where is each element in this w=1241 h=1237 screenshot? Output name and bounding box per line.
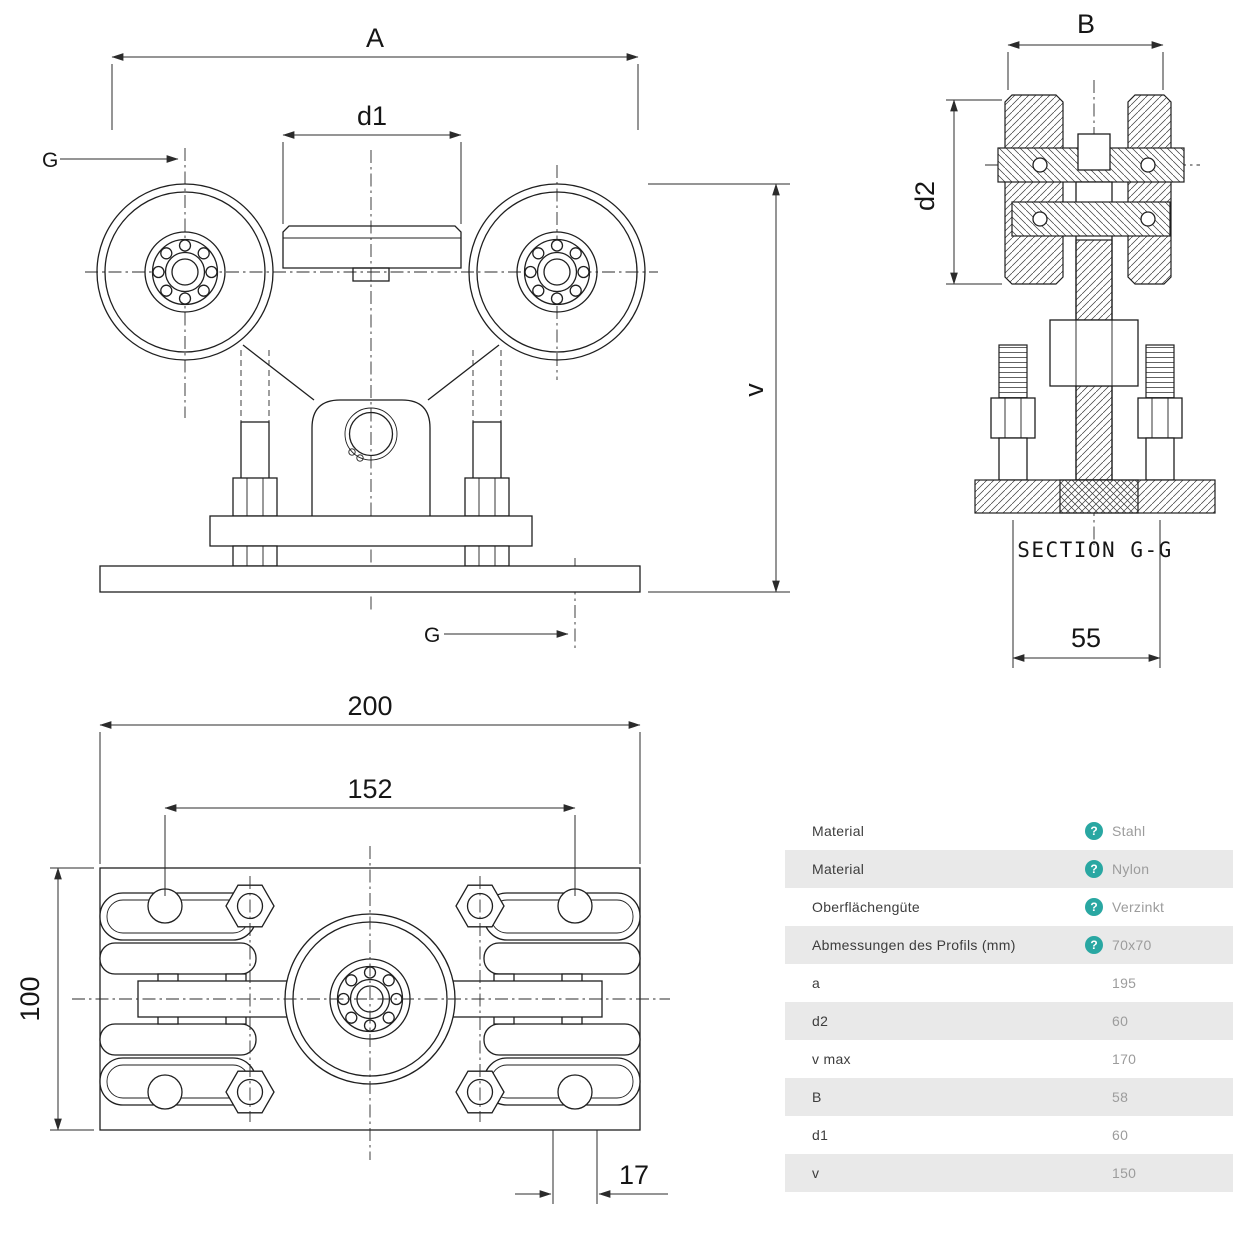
spec-label: d2 (812, 1013, 829, 1029)
section-caption: SECTION G-G (1017, 538, 1173, 562)
dim-a: A (111, 23, 639, 130)
front-view-drawing: A d1 G G v (42, 23, 790, 650)
clamp-block (1049, 319, 1139, 387)
spec-row-vmax: v max 170 (785, 1040, 1233, 1078)
help-icon[interactable]: ? (1085, 898, 1103, 916)
help-icon[interactable]: ? (1085, 936, 1103, 954)
spec-row-b: B 58 (785, 1078, 1233, 1116)
spec-value-cell: ? Stahl (1085, 822, 1145, 840)
bearing-ball (1032, 157, 1048, 173)
spec-label: d1 (812, 1127, 829, 1143)
spec-row-a: a 195 (785, 964, 1233, 1002)
plan-view-drawing: 200 152 100 17 (15, 691, 670, 1204)
spec-label: Oberflächengüte (812, 899, 921, 915)
spec-row-material-2: Material ? Nylon (785, 850, 1233, 888)
spec-table: Material ? Stahl Material ? Nylon Oberfl… (785, 812, 1233, 1192)
dim-label-200: 200 (347, 691, 392, 721)
spec-value: 58 (1112, 1089, 1129, 1105)
dim-label-d1: d1 (357, 101, 387, 131)
section-arrow-g-bottom: G (424, 624, 569, 647)
spec-row-v: v 150 (785, 1154, 1233, 1192)
section-view-drawing: SECTION G-G B d2 55 (910, 9, 1216, 668)
sectioned-plate (974, 479, 1216, 514)
spec-label: Material (812, 861, 865, 877)
dim-label-v: v (739, 383, 769, 397)
roller-bracket (282, 225, 462, 282)
centerlines (72, 846, 670, 1160)
dim-label-a: A (366, 23, 384, 53)
spec-value: Nylon (1112, 861, 1150, 877)
dim-label-b: B (1077, 9, 1095, 39)
spec-value-cell: 60 (1085, 1013, 1128, 1029)
spec-value-cell: ? Verzinkt (1085, 898, 1164, 916)
spec-value: 195 (1112, 975, 1137, 991)
dim-152: 152 (164, 774, 576, 896)
left-roller (96, 183, 274, 361)
spec-label: Abmessungen des Profils (mm) (812, 937, 1016, 953)
spec-value-cell: 195 (1085, 975, 1136, 991)
bearing-ball (1140, 157, 1156, 173)
dim-b: B (1007, 9, 1164, 90)
section-arrow-g-left: G (42, 149, 179, 172)
dim-55: 55 (1012, 520, 1161, 668)
spec-label: a (812, 975, 821, 991)
right-roller (468, 183, 646, 361)
spec-label: B (812, 1089, 822, 1105)
spec-value: Stahl (1112, 823, 1146, 839)
spec-value-cell: 58 (1085, 1089, 1128, 1105)
sectioned-left-roller (1004, 94, 1064, 285)
spec-value-cell: 60 (1085, 1127, 1128, 1143)
section-label-g-left: G (42, 149, 58, 172)
spec-value-cell: ? 70x70 (1085, 936, 1152, 954)
dim-200: 200 (99, 691, 641, 864)
sectioned-right-roller (1127, 94, 1172, 285)
spec-value-cell: 150 (1085, 1165, 1136, 1181)
spec-row-surface: Oberflächengüte ? Verzinkt (785, 888, 1233, 926)
spec-row-profile: Abmessungen des Profils (mm) ? 70x70 (785, 926, 1233, 964)
stud-heads (147, 888, 593, 1110)
dim-17: 17 (515, 1130, 668, 1204)
spec-value: 70x70 (1112, 937, 1152, 953)
bearing-ball (1032, 211, 1048, 227)
dim-label-152: 152 (347, 774, 392, 804)
dim-100: 100 (15, 867, 94, 1131)
spec-value-cell: ? Nylon (1085, 860, 1149, 878)
dim-label-d2: d2 (910, 181, 940, 211)
spec-value: Verzinkt (1112, 899, 1165, 915)
dim-label-17: 17 (619, 1160, 649, 1190)
help-icon[interactable]: ? (1085, 860, 1103, 878)
spec-value: 60 (1112, 1013, 1129, 1029)
help-icon[interactable]: ? (1085, 822, 1103, 840)
spec-row-material-1: Material ? Stahl (785, 812, 1233, 850)
spec-value: 60 (1112, 1127, 1129, 1143)
spec-row-d2: d2 60 (785, 1002, 1233, 1040)
spec-label: Material (812, 823, 865, 839)
spec-row-d1: d1 60 (785, 1116, 1233, 1154)
dim-label-100: 100 (15, 976, 45, 1021)
section-label-g-bottom: G (424, 624, 440, 647)
spec-label: v max (812, 1051, 851, 1067)
left-stud (990, 344, 1036, 481)
spec-value: 150 (1112, 1165, 1137, 1181)
bearing-ball (1140, 211, 1156, 227)
spec-value-cell: 170 (1085, 1051, 1136, 1067)
spec-label: v (812, 1165, 820, 1181)
dim-v: v (648, 183, 790, 593)
spec-value: 170 (1112, 1051, 1137, 1067)
carriage-body (99, 344, 641, 593)
dim-label-55: 55 (1071, 623, 1101, 653)
dim-d2: d2 (910, 99, 1002, 285)
right-stud (1137, 344, 1183, 481)
dim-d1: d1 (282, 101, 462, 224)
